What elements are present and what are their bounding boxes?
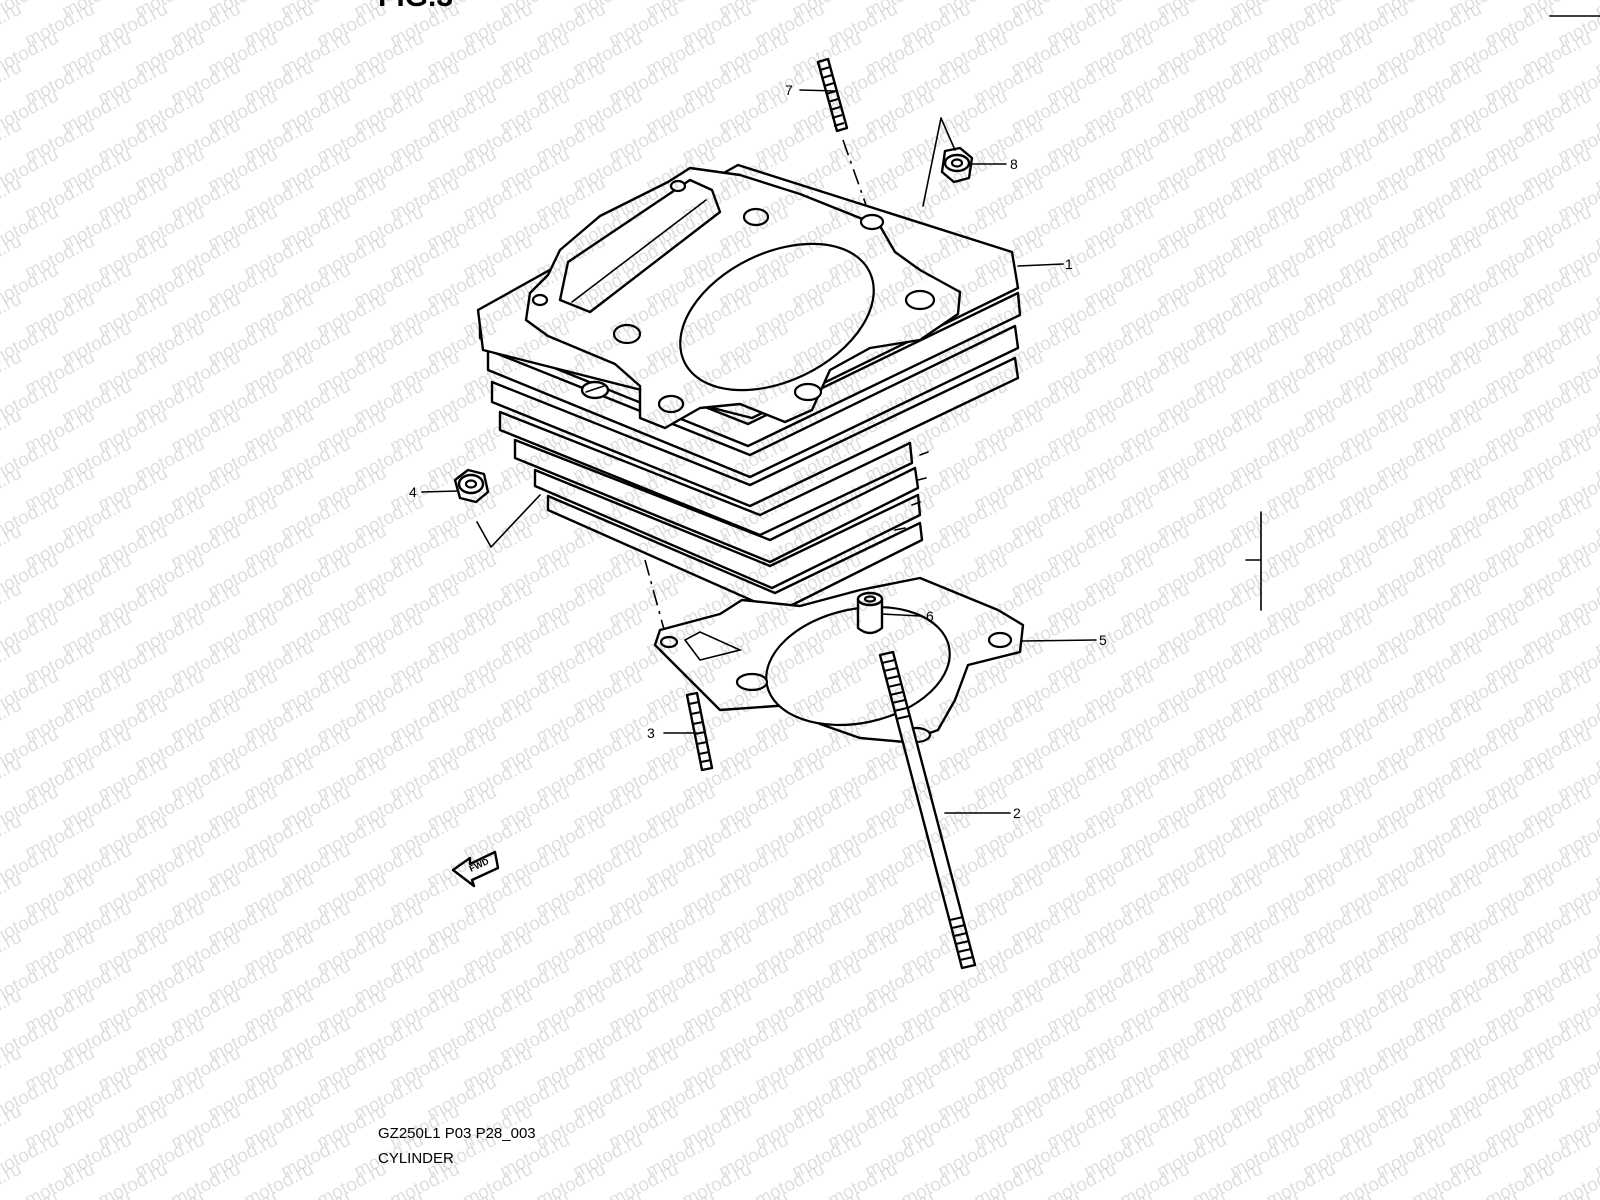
leader-lines (421, 89, 1097, 814)
nut-8-bracket (922, 117, 956, 207)
nut-8 (940, 146, 974, 184)
diagram-title: CYLINDER (378, 1150, 454, 1167)
diagram-code: GZ250L1 P03 P28_003 (378, 1125, 536, 1142)
callout-6: 6 (926, 608, 934, 624)
nut-4 (453, 468, 490, 504)
cylinder (476, 163, 1022, 614)
watermark-text: motod.ru (1592, 0, 1600, 22)
stud-bolt-7 (816, 57, 849, 133)
dowel-pin-6 (856, 591, 884, 635)
figure-label: FIG.3 (378, 0, 453, 13)
callout-7: 7 (785, 82, 793, 98)
callout-8: 8 (1010, 156, 1018, 172)
margin-mark (1245, 511, 1262, 611)
callout-1: 1 (1065, 256, 1073, 272)
nut-4-bracket (476, 494, 541, 548)
stud-bolt-2 (878, 650, 977, 970)
callout-5: 5 (1099, 632, 1107, 648)
stud-bolt-3 (685, 691, 714, 772)
callout-4: 4 (409, 484, 417, 500)
callout-2: 2 (1013, 805, 1021, 821)
callout-3: 3 (647, 725, 655, 741)
